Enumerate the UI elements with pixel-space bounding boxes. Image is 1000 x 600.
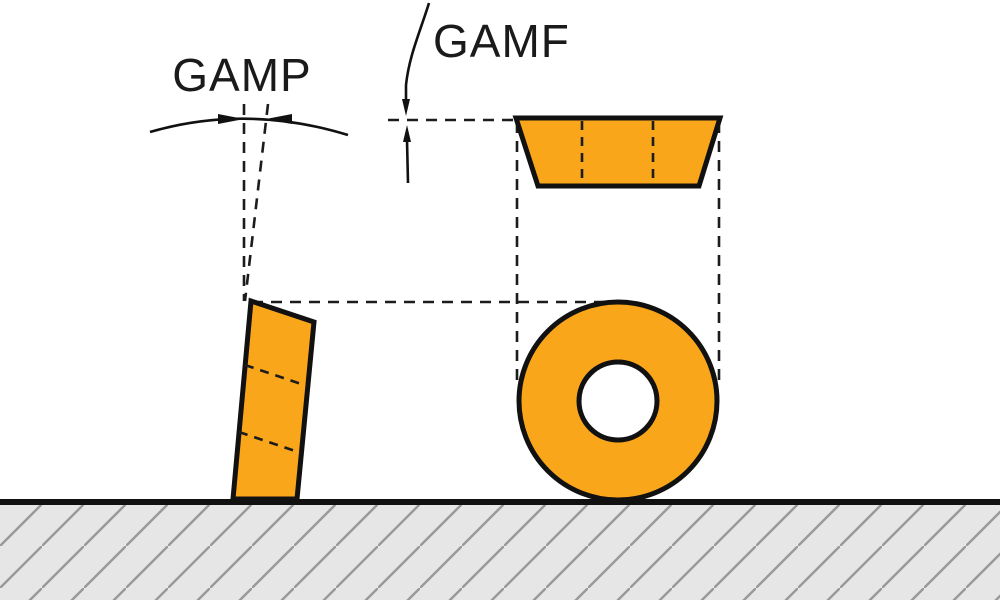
gamp-arrow-right-icon (266, 114, 292, 124)
side-insert-layer-line-1 (244, 363, 308, 388)
gamp-dimension: GAMP (149, 49, 349, 302)
gamp-tilt-line (243, 103, 270, 302)
top-view-insert (512, 115, 724, 189)
gamf-label: GAMF (433, 15, 570, 67)
side-view-insert-body (230, 297, 317, 502)
round-insert-bore (576, 359, 660, 443)
side-insert-layer-line-2 (238, 430, 302, 455)
gamf-dimension: GAMF (388, 2, 570, 184)
gamp-label: GAMP (172, 49, 311, 101)
ground (0, 499, 1000, 600)
side-view-insert (230, 297, 317, 502)
gamp-arc (149, 117, 349, 137)
front-view-insert (516, 299, 720, 503)
top-view-insert-body (512, 115, 724, 189)
gamf-arrow-up-icon (403, 125, 411, 142)
ground-hatching (0, 502, 1000, 600)
gamf-arrow-down-icon (402, 99, 410, 116)
projection-lines (252, 122, 721, 385)
gamf-leader-line (404, 2, 431, 86)
gamf-bottom-tail (405, 139, 410, 184)
gamp-arrow-left-icon (218, 114, 244, 124)
